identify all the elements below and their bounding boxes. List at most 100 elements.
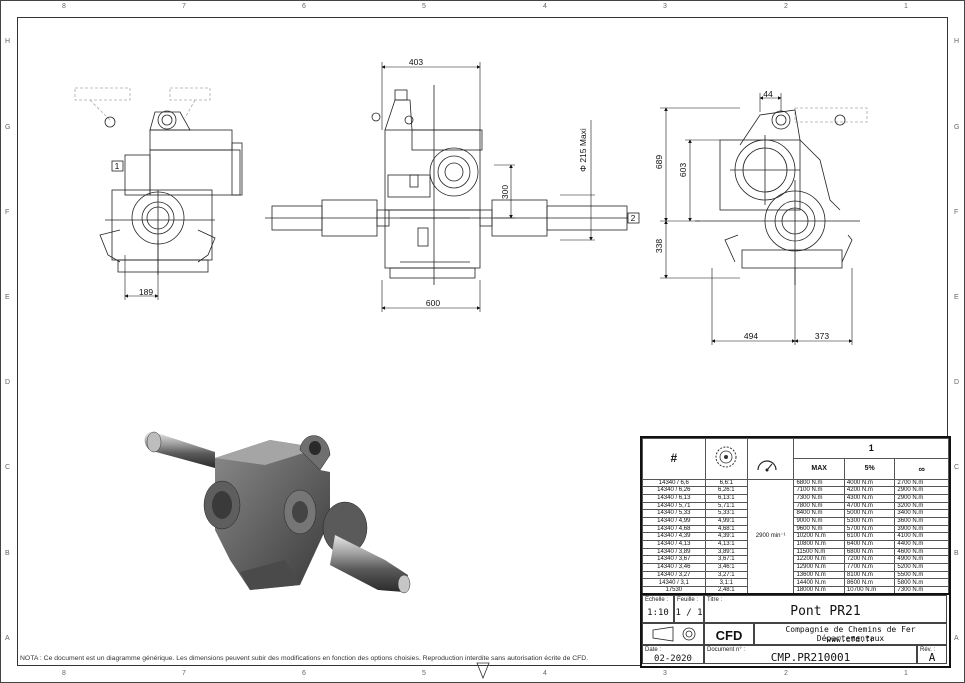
cell-ratio: 3,67:1	[704, 555, 749, 565]
zone-top-6: 6	[302, 3, 306, 10]
cell-torque-5pct: 5700 N.m	[843, 524, 896, 534]
zone-bottom-5: 5	[422, 670, 426, 677]
cell-torque-max: 6800 N.m	[793, 478, 845, 488]
cell-ratio: 4,13:1	[704, 540, 749, 549]
cell-torque-5pct: 6100 N.m	[843, 532, 896, 542]
cell-speed: 2900 min⁻¹	[746, 478, 795, 596]
document-label: Document n° :	[707, 647, 746, 653]
cfd-logo: CFD	[715, 628, 743, 643]
company-cell: Compagnie de Chemins de Fer Départementa…	[754, 623, 947, 645]
cell-reference: 14340 / 3,46	[642, 563, 706, 572]
cell-reference: 14340 / 3,67	[642, 555, 706, 565]
cell-ratio: 3,46:1	[704, 563, 749, 572]
table-header-max: MAX	[793, 458, 845, 480]
callout-1: 1	[115, 161, 120, 171]
feuille-label: Feuille :	[677, 597, 699, 603]
cell-reference: 14340 / 5,33	[642, 509, 706, 518]
zone-left-f: F	[5, 209, 10, 216]
cell-ratio: 4,68:1	[704, 524, 749, 534]
dim-215-maxi: Φ 215 Maxi	[578, 128, 588, 172]
cell-reference: 14340 / 6,13	[642, 493, 706, 503]
cell-ratio: 4,39:1	[704, 532, 749, 542]
cell-reference: 14340 / 4,39	[642, 532, 706, 542]
zone-right-d: D	[954, 379, 960, 386]
cell-torque-continuous: 4600 N.m	[894, 547, 949, 557]
dim-494: 494	[744, 331, 758, 341]
dim-600: 600	[426, 298, 440, 308]
isometric-render	[144, 431, 411, 594]
date-value: 02-2020	[654, 654, 692, 664]
cell-ratio: 3,1:1	[704, 578, 749, 588]
zone-left-d: D	[5, 379, 11, 386]
dim-373: 373	[815, 331, 829, 341]
cell-torque-continuous: 3900 N.m	[894, 524, 949, 534]
cell-torque-5pct: 7200 N.m	[843, 555, 896, 565]
titre-label: Titre :	[707, 597, 723, 603]
zone-bottom-3: 3	[663, 670, 667, 677]
zone-right-a: A	[954, 635, 959, 642]
cell-torque-continuous: 5800 N.m	[894, 578, 949, 588]
cell-reference: 14340 / 6,26	[642, 486, 706, 495]
cell-torque-continuous: 3400 N.m	[894, 509, 949, 518]
cell-torque-max: 10200 N.m	[793, 532, 845, 542]
titre-cell: Titre : Pont PR21	[704, 595, 947, 623]
disclaimer-note: NOTA : Ce document est un diagramme géné…	[20, 655, 589, 662]
zone-right-c: C	[954, 464, 960, 471]
cell-ratio: 4,99:1	[704, 516, 749, 526]
cell-ratio: 3,27:1	[704, 570, 749, 580]
zone-right-g: G	[954, 124, 960, 131]
zone-bottom-8: 8	[62, 670, 66, 677]
zone-top-3: 3	[663, 3, 667, 10]
cell-ratio: 5,71:1	[704, 501, 749, 511]
cell-torque-5pct: 5300 N.m	[843, 516, 896, 526]
dim-338: 338	[654, 239, 664, 253]
center-mark-icon	[476, 662, 490, 680]
cell-torque-max: 14400 N.m	[793, 578, 845, 588]
dim-603: 603	[678, 163, 688, 177]
company-website: www.cfd.fr	[826, 635, 875, 644]
cell-torque-max: 8400 N.m	[793, 509, 845, 518]
zone-bottom-7: 7	[182, 670, 186, 677]
cell-torque-max: 11500 N.m	[793, 547, 845, 557]
revision-label: Rév. :	[920, 647, 936, 653]
echelle-cell: Echelle : 1:10	[642, 595, 674, 623]
cell-reference: 14340 / 4,99	[642, 516, 706, 526]
revision-value: A	[928, 651, 936, 664]
cell-torque-max: 9600 N.m	[793, 524, 845, 534]
front-view-center	[265, 85, 640, 285]
zone-left-e: E	[5, 294, 10, 301]
cell-torque-5pct: 4200 N.m	[843, 486, 896, 495]
cell-ratio: 3,89:1	[704, 547, 749, 557]
cell-torque-continuous: 2900 N.m	[894, 486, 949, 495]
table-header-5pct: 5%	[843, 458, 896, 480]
cell-torque-5pct: 5000 N.m	[843, 509, 896, 518]
cell-torque-continuous: 2900 N.m	[894, 493, 949, 503]
zone-right-h: H	[954, 38, 960, 45]
side-view-left	[74, 87, 243, 275]
cell-reference: 14340 / 5,71	[642, 501, 706, 511]
cell-torque-max: 7800 N.m	[793, 501, 845, 511]
cell-torque-max: 9000 N.m	[793, 516, 845, 526]
logo-cell: CFD	[704, 623, 754, 645]
document-cell: Document n° : CMP.PR210001	[704, 645, 917, 664]
side-view-right	[695, 107, 868, 285]
dim-300: 300	[500, 185, 510, 199]
zone-right-f: F	[954, 209, 959, 216]
cell-reference: 14340 / 6,6	[642, 478, 706, 488]
cell-torque-5pct: 6400 N.m	[843, 540, 896, 549]
date-label: Date :	[645, 647, 662, 653]
dim-403: 403	[409, 57, 423, 67]
dim-44: 44	[763, 89, 773, 99]
feuille-value: 1 / 1	[675, 608, 703, 618]
